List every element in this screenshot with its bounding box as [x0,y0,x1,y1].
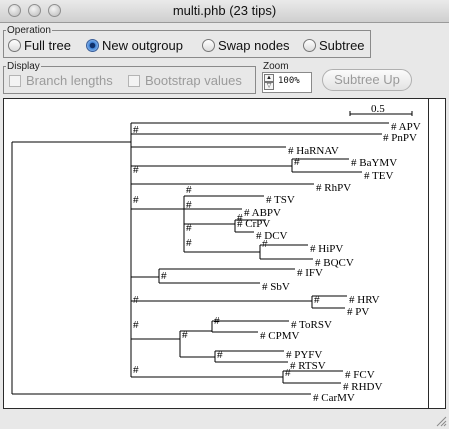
tip-label-crpv[interactable]: # CrPV [237,218,270,230]
tip-label-pv[interactable]: # PV [347,306,369,318]
internal-node-marker[interactable]: # [217,350,223,361]
radio-swap-nodes[interactable]: Swap nodes [202,38,290,54]
zoom-stepper[interactable]: ▲ ▽ [264,74,274,91]
internal-node-marker[interactable]: # [186,223,192,234]
internal-node-marker[interactable]: # [262,239,268,250]
radio-new-outgroup-button[interactable] [86,39,99,53]
internal-node-marker[interactable]: # [133,295,139,306]
internal-node-marker[interactable]: # [186,200,192,211]
bootstrap-values-checkbox[interactable]: Bootstrap values [128,73,242,89]
internal-node-marker[interactable]: # [133,320,139,331]
bootstrap-values-box[interactable] [128,74,140,87]
tip-label-ifv[interactable]: # IFV [297,267,323,279]
internal-node-marker[interactable]: # [133,125,139,136]
internal-node-marker[interactable]: # [161,271,167,282]
branch-lengths-checkbox[interactable]: Branch lengths [9,73,113,89]
radio-full-tree-button[interactable] [8,39,21,53]
scale-bar-label: 0.5 [371,103,385,115]
internal-node-marker[interactable]: # [314,295,320,306]
zoom-down-arrow-icon[interactable]: ▽ [264,82,274,90]
tip-label-hrv[interactable]: # HRV [349,294,380,306]
zoom-control: ▲ ▽ 100% [262,72,312,93]
tip-label-carmv[interactable]: # CarMV [313,392,355,404]
zoom-group-label: Zoom [262,61,290,72]
subtree-up-button[interactable]: Subtree Up [322,69,412,91]
internal-node-marker[interactable]: # [133,365,139,376]
internal-node-marker[interactable]: # [294,157,300,168]
tip-label-rhpv[interactable]: # RhPV [316,182,351,194]
radio-subtree[interactable]: Subtree [303,38,365,54]
resize-grip-icon[interactable] [435,415,447,427]
zoom-up-arrow-icon[interactable]: ▲ [264,74,274,82]
radio-subtree-label: Subtree [319,38,365,53]
internal-node-marker[interactable]: # [285,368,291,379]
tip-label-pyfv[interactable]: # PYFV [286,349,322,361]
tip-label-bqcv[interactable]: # BQCV [315,257,354,269]
bootstrap-values-label: Bootstrap values [145,73,242,88]
internal-node-marker[interactable]: # [186,185,192,196]
branch-lengths-label: Branch lengths [26,73,113,88]
internal-node-marker[interactable]: # [237,213,243,224]
window-title: multi.phb (23 tips) [172,3,277,18]
zoom-value: 100% [278,76,300,86]
radio-swap-nodes-label: Swap nodes [218,38,290,53]
tip-label-tev[interactable]: # TEV [364,170,393,182]
radio-new-outgroup[interactable]: New outgroup [86,38,183,54]
tip-label-rtsv[interactable]: # RTSV [290,360,326,372]
tip-label-apv[interactable]: # APV [391,121,421,133]
minimize-window-button[interactable] [28,4,41,17]
radio-full-tree-label: Full tree [24,38,71,53]
operation-group [3,30,371,58]
title-bar: multi.phb (23 tips) [0,0,449,23]
operation-group-label: Operation [6,25,52,36]
display-group [3,66,256,94]
tip-label-dcv[interactable]: # DCV [256,230,288,242]
tip-label-cpmv[interactable]: # CPMV [260,330,299,342]
vertical-scrollbar[interactable] [428,99,445,408]
radio-swap-nodes-button[interactable] [202,39,215,53]
tip-label-baymv[interactable]: # BaYMV [351,157,397,169]
tip-label-harnav[interactable]: # HaRNAV [288,145,339,157]
internal-node-marker[interactable]: # [133,195,139,206]
tree-canvas[interactable]: 0.5 # # # # # # # # # # # # # # # # # # # # APV# PnPV # HaR… [3,98,446,409]
tip-label-sbv[interactable]: # SbV [262,281,290,293]
close-window-button[interactable] [8,4,21,17]
tip-label-rhdv[interactable]: # RHDV [343,381,382,393]
internal-node-marker[interactable]: # [214,316,220,327]
phylogenetic-tree[interactable]: 0.5 # # # # # # # # # # # # # # # # # # # # APV# PnPV # HaR… [4,99,447,410]
tip-label-abpv[interactable]: # ABPV [244,207,281,219]
radio-full-tree[interactable]: Full tree [8,38,71,54]
tip-label-pnpv[interactable]: # PnPV [383,132,417,144]
tip-label-fcv[interactable]: # FCV [345,369,375,381]
internal-node-marker[interactable]: # [182,330,188,341]
radio-subtree-button[interactable] [303,39,316,53]
radio-new-outgroup-label: New outgroup [102,38,183,53]
tip-label-torsv[interactable]: # ToRSV [291,319,332,331]
tip-label-hipv[interactable]: # HiPV [310,243,343,255]
tip-label-tsv[interactable]: # TSV [266,194,295,206]
internal-node-marker[interactable]: # [133,165,139,176]
branch-lengths-box[interactable] [9,74,21,87]
display-group-label: Display [6,61,41,72]
internal-node-marker[interactable]: # [186,238,192,249]
zoom-window-button[interactable] [48,4,61,17]
